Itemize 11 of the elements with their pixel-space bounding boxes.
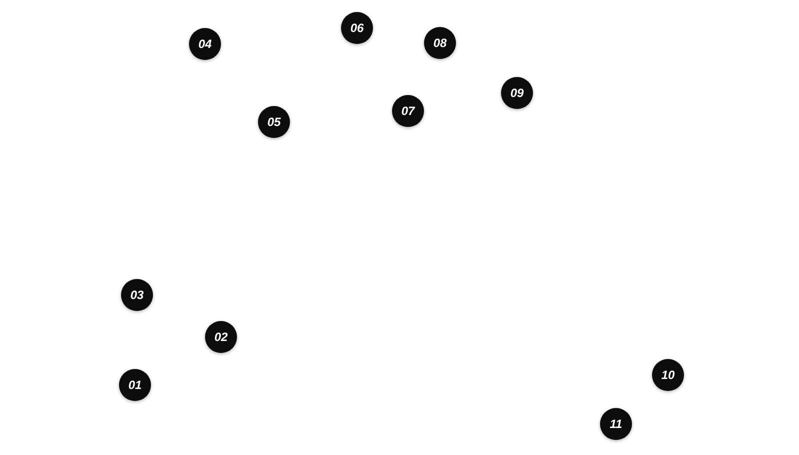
callout-number: 02 <box>205 321 237 353</box>
callout-number: 01 <box>119 369 151 401</box>
callout-number: 03 <box>121 279 153 311</box>
callout-number: 04 <box>189 28 221 60</box>
callout-number: 06 <box>341 12 373 44</box>
callout-number: 10 <box>652 359 684 391</box>
callout-number: 09 <box>501 77 533 109</box>
callout-number: 08 <box>424 27 456 59</box>
callout-number: 05 <box>258 106 290 138</box>
callout-number: 11 <box>600 408 632 440</box>
callout-number: 07 <box>392 95 424 127</box>
